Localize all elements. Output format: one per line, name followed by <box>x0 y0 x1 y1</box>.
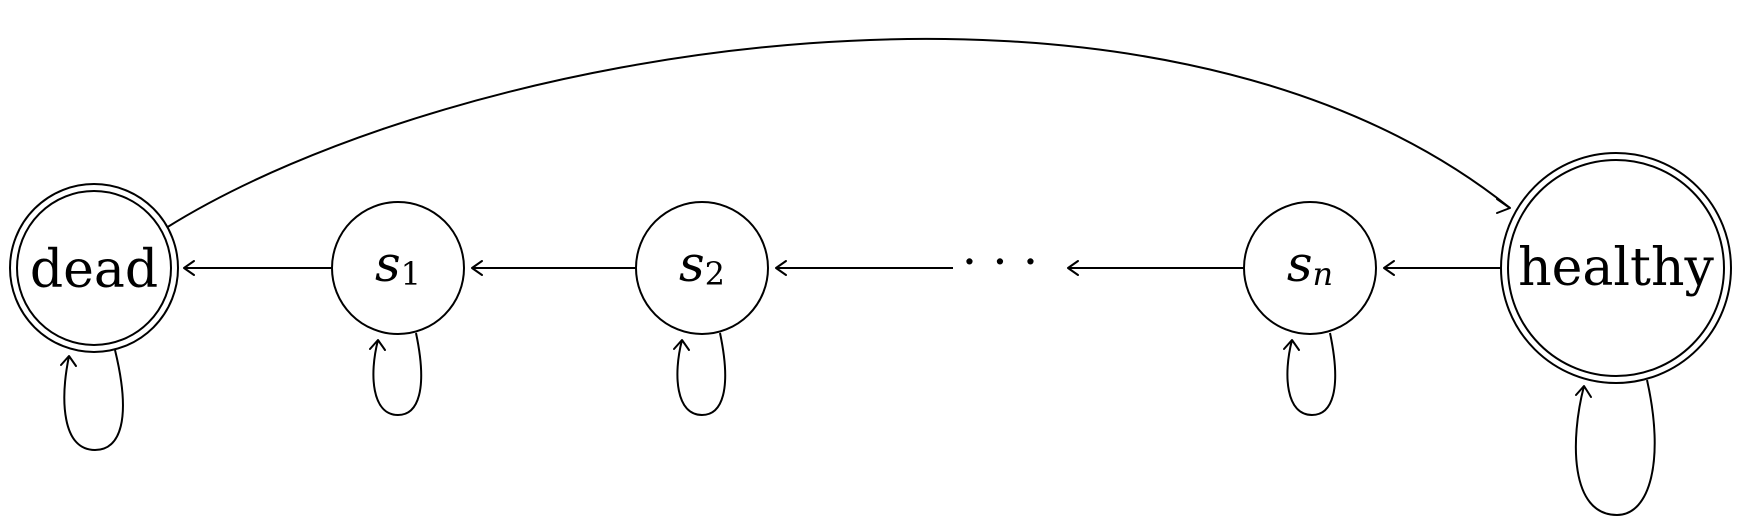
node-dead-inner-ring <box>16 190 172 346</box>
edge-dead-to-healthy <box>165 38 1511 229</box>
arrowhead-healthy-to-sn <box>1383 260 1395 276</box>
arrowhead-loop-dead <box>60 355 77 367</box>
node-s1-ring <box>331 201 465 335</box>
node-s1: s1 <box>331 201 465 335</box>
node-sn-label: sn <box>1287 235 1333 293</box>
node-sn-symbol: s <box>1287 235 1313 293</box>
loop-s2 <box>676 332 727 417</box>
node-s1-label: s1 <box>375 235 421 293</box>
arrowhead-loop-s2 <box>673 339 690 351</box>
arrowhead-s1-to-dead <box>183 260 195 276</box>
loop-sn <box>1286 332 1337 417</box>
node-s1-symbol: s <box>375 235 401 293</box>
node-dead-label: dead <box>30 240 158 300</box>
node-sn-subscript: n <box>1313 255 1334 293</box>
arrowhead-dead-to-healthy <box>1496 198 1511 214</box>
node-sn-ring <box>1243 201 1377 335</box>
node-s2-symbol: s <box>679 235 705 293</box>
node-ellipsis: · · · <box>962 234 1038 290</box>
node-healthy-inner-ring <box>1507 159 1725 377</box>
loop-healthy <box>1574 379 1656 517</box>
arrowhead-loop-sn <box>1283 339 1300 351</box>
arrowhead-s2-to-s1 <box>471 260 483 276</box>
node-s2-label: s2 <box>679 235 725 293</box>
node-healthy-label: healthy <box>1518 238 1714 298</box>
arrowhead-sn-to-ellipsis <box>1067 260 1079 276</box>
node-s2-ring <box>635 201 769 335</box>
node-healthy: healthy <box>1500 152 1732 384</box>
node-ellipsis-label: · · · <box>962 234 1038 290</box>
node-s2-subscript: 2 <box>705 255 725 293</box>
arrowhead-loop-s1 <box>369 339 386 351</box>
edges <box>60 38 1656 517</box>
loop-s1 <box>372 332 423 417</box>
node-s2: s2 <box>635 201 769 335</box>
arrowhead-loop-healthy <box>1575 385 1592 398</box>
arrowhead-ellipsis-to-s2 <box>775 260 787 276</box>
loop-dead <box>63 349 124 452</box>
node-s1-subscript: 1 <box>401 255 421 293</box>
node-sn: sn <box>1243 201 1377 335</box>
node-dead: dead <box>9 183 179 353</box>
